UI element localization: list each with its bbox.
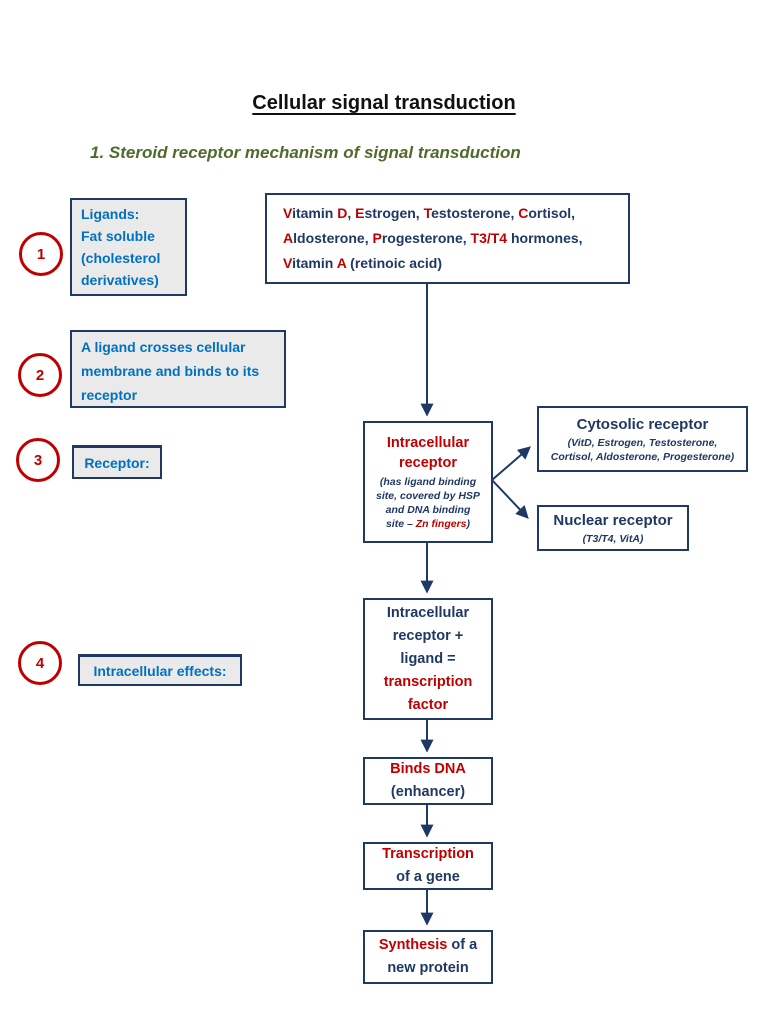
- intracellular-effects-label-box: Intracellular effects:: [78, 654, 242, 686]
- binds-dna-box: Binds DNA (enhancer): [363, 757, 493, 805]
- intracellular-receptor-note: (has ligand binding site, covered by HSP…: [376, 476, 480, 530]
- arrow-receptor-to-nuclear: [491, 479, 529, 519]
- ligand-examples-line-3: Vitamin A (retinoic acid): [283, 255, 442, 271]
- intracellular-receptor-title: Intracellular receptor: [386, 435, 470, 471]
- step-number: 3: [33, 451, 43, 469]
- nuclear-receptor-title: Nuclear receptor: [553, 512, 673, 529]
- step-badge-3: 3: [16, 438, 60, 482]
- step-number: 2: [35, 366, 45, 384]
- synthesis-line-2: new protein: [387, 960, 469, 976]
- cytosolic-receptor-box: Cytosolic receptor (VitD, Estrogen, Test…: [537, 406, 748, 472]
- ligand-examples-box: Vitamin D, Estrogen, Testosterone, Corti…: [265, 193, 630, 284]
- nuclear-receptor-sub: (T3/T4, VitA): [582, 533, 644, 545]
- nuclear-receptor-box: Nuclear receptor (T3/T4, VitA): [537, 505, 689, 551]
- transcription-factor-red-text: transcription factor: [383, 673, 473, 713]
- cytosolic-receptor-sub: (VitD, Estrogen, Testosterone, Cortisol,…: [550, 437, 735, 463]
- binds-dna-title: Binds DNA: [390, 761, 466, 777]
- ligand-examples-line-2: Aldosterone, Progesterone, T3/T4 hormone…: [283, 230, 583, 246]
- synthesis-line-1: Synthesis of a: [378, 937, 478, 953]
- receptor-label-box: Receptor:: [72, 445, 162, 479]
- ligand-crosses-membrane-box: A ligand crosses cellular membrane and b…: [70, 330, 286, 408]
- transcription-factor-box: Intracellular receptor + ligand = transc…: [363, 598, 493, 720]
- cytosolic-receptor-title: Cytosolic receptor: [576, 416, 709, 433]
- arrow-receptor-to-cytosolic: [491, 446, 531, 481]
- transcription-factor-navy-text: Intracellular receptor + ligand =: [386, 604, 470, 667]
- step-badge-1: 1: [19, 232, 63, 276]
- transcription-title: Transcription: [382, 846, 474, 862]
- ligands-label-box: Ligands: Fat soluble (cholesterol deriva…: [70, 198, 187, 296]
- section-heading: 1. Steroid receptor mechanism of signal …: [90, 143, 521, 162]
- synthesis-box: Synthesis of a new protein: [363, 930, 493, 984]
- ligand-examples-line-1: Vitamin D, Estrogen, Testosterone, Corti…: [283, 205, 576, 221]
- transcription-sub: of a gene: [396, 869, 460, 885]
- step-number: 4: [35, 654, 45, 672]
- binds-dna-sub: (enhancer): [390, 784, 466, 800]
- step-badge-2: 2: [18, 353, 62, 397]
- step-badge-4: 4: [18, 641, 62, 685]
- transcription-box: Transcription of a gene: [363, 842, 493, 890]
- step-number: 1: [36, 245, 46, 263]
- page-title: Cellular signal transduction: [252, 92, 516, 114]
- intracellular-receptor-box: Intracellular receptor (has ligand bindi…: [363, 421, 493, 543]
